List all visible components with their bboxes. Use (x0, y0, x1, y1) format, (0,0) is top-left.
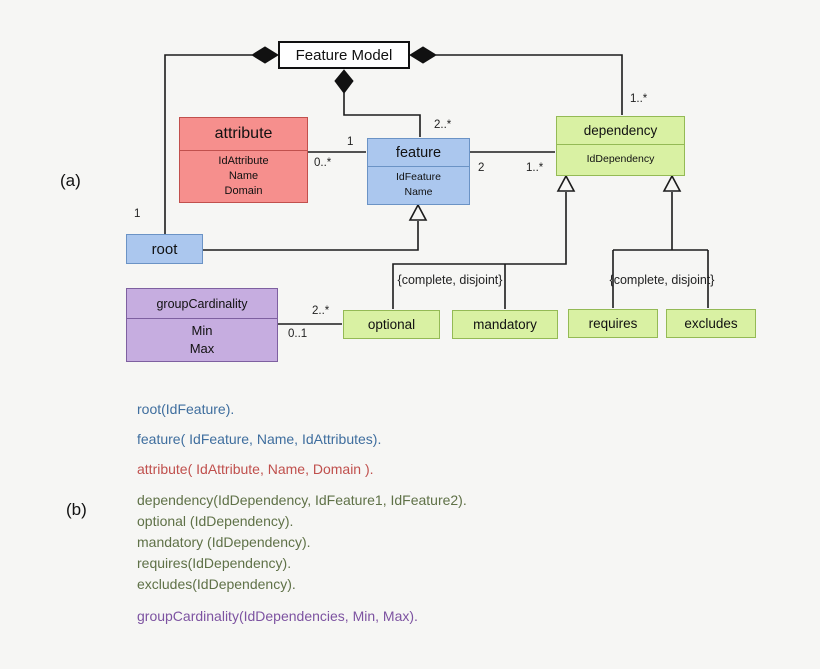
groupcardinality-field-max: Max (189, 340, 215, 356)
composition-link-featuremodel-dependency (436, 54, 623, 115)
class-excludes: excludes (666, 309, 756, 338)
class-feature: feature IdFeature Name (367, 138, 470, 205)
composition-diamond-right-icon (409, 46, 437, 64)
groupcardinality-field-min: Min (191, 322, 213, 338)
schema-line-excludes: excludes(IdDependency). (137, 576, 296, 592)
class-optional-title: optional (367, 317, 416, 332)
schema-line-mandatory: mandatory (IdDependency). (137, 534, 311, 550)
class-requires-title: requires (588, 316, 638, 331)
class-attribute-attributes: IdAttribute Name Domain (180, 150, 307, 202)
class-mandatory: mandatory (452, 310, 558, 339)
class-dependency-title: dependency (583, 123, 658, 138)
generalization-link-optional-mandatory (392, 192, 567, 309)
multiplicity-featuremodel-feature: 2..* (434, 119, 452, 131)
class-mandatory-title: mandatory (473, 317, 537, 332)
class-excludes-title: excludes (684, 316, 738, 331)
composition-diamond-bottom-icon (334, 69, 354, 94)
multiplicity-featuremodel-root: 1 (134, 208, 141, 220)
schema-line-requires: requires(IdDependency). (137, 555, 292, 571)
multiplicity-featuremodel-dependency: 1..* (630, 93, 648, 105)
schema-line-attribute: attribute( IdAttribute, Name, Domain ). (137, 461, 374, 477)
class-root-title: root (151, 240, 178, 258)
schema-line-groupcardinality: groupCardinality(IdDependencies, Min, Ma… (137, 608, 418, 624)
figure-label-a: (a) (60, 171, 81, 190)
feature-field-idfeature: IdFeature (396, 170, 441, 183)
generalization-arrow-feature-icon (408, 203, 428, 221)
class-feature-model: Feature Model (278, 41, 410, 69)
multiplicity-feature-dependency-right: 1..* (526, 162, 544, 174)
class-attribute-title: attribute (214, 125, 273, 142)
generalization-link-root-feature (203, 221, 419, 251)
multiplicity-attribute-side: 0..* (314, 157, 332, 169)
class-attribute: attribute IdAttribute Name Domain (179, 117, 308, 203)
class-group-cardinality-title: groupCardinality (156, 296, 248, 311)
class-dependency-attributes: IdDependency (557, 144, 684, 173)
schema-line-optional: optional (IdDependency). (137, 513, 294, 529)
class-root: root (126, 234, 203, 264)
generalization-arrow-dependency-left-icon (556, 174, 576, 192)
class-optional: optional (343, 310, 440, 339)
class-group-cardinality-attributes: Min Max (127, 318, 277, 360)
schema-line-root: root(IdFeature). (137, 401, 235, 417)
multiplicity-groupcardinality-side: 0..1 (288, 328, 308, 340)
class-feature-attributes: IdFeature Name (368, 166, 469, 202)
attribute-field-domain: Domain (224, 185, 263, 197)
class-group-cardinality: groupCardinality Min Max (126, 288, 278, 362)
attribute-field-idattribute: IdAttribute (218, 155, 269, 167)
class-requires: requires (568, 309, 658, 338)
composition-link-featuremodel-feature (343, 93, 421, 137)
figure-label-b: (b) (66, 500, 87, 519)
schema-line-dependency: dependency(IdDependency, IdFeature1, IdF… (137, 492, 467, 508)
constraint-complete-disjoint-right: {complete, disjoint} (609, 273, 715, 287)
dependency-field-iddependency: IdDependency (586, 152, 655, 165)
multiplicity-feature-side: 1 (347, 136, 354, 148)
generalization-arrow-dependency-right-icon (662, 174, 682, 192)
class-feature-title: feature (395, 144, 442, 161)
composition-link-featuremodel-root (164, 54, 252, 234)
class-dependency: dependency IdDependency (556, 116, 685, 176)
schema-line-feature: feature( IdFeature, Name, IdAttributes). (137, 431, 382, 447)
multiplicity-groupcardinality-optional: 2..* (312, 305, 330, 317)
feature-field-name: Name (404, 185, 433, 198)
class-feature-model-title: Feature Model (295, 46, 393, 64)
composition-diamond-left-icon (251, 46, 279, 64)
constraint-complete-disjoint-left: {complete, disjoint} (397, 273, 503, 287)
multiplicity-feature-dependency-left: 2 (478, 162, 485, 174)
attribute-field-name: Name (228, 170, 259, 182)
generalization-link-requires-excludes (612, 192, 709, 308)
